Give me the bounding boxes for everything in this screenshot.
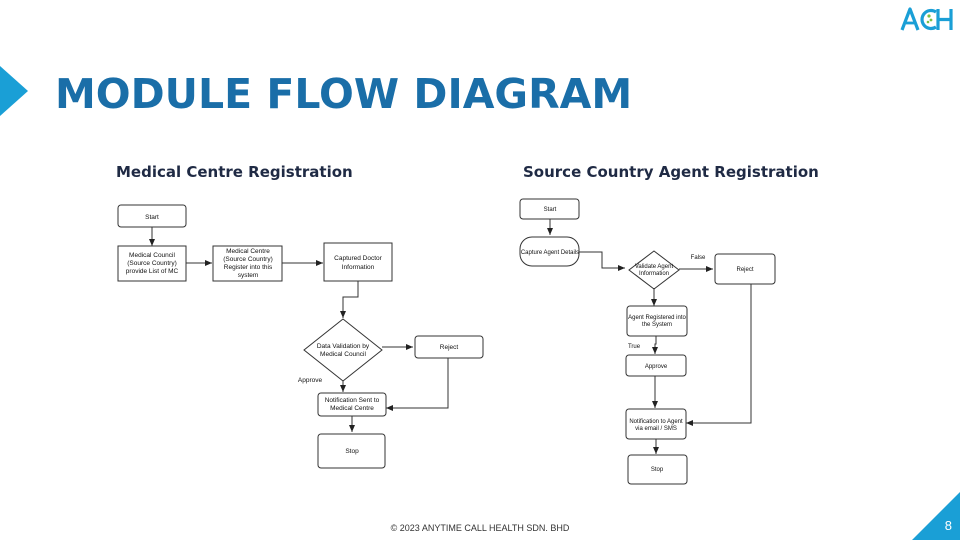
mc-register-label: Medical Centre [226,248,270,255]
corner-accent [912,492,960,540]
ach-logo [900,7,953,31]
right-diagram-title: Source Country Agent Registration [523,163,819,181]
connector [386,358,449,411]
logo-mark [900,7,953,31]
notification-node [317,392,387,417]
connector [579,251,625,271]
mc-register-label: system [238,272,259,279]
stop-label: Stop [651,467,664,473]
registered-label: the System [642,322,672,328]
mc-register-node [212,245,283,282]
start-node [519,198,580,220]
council-label: (Source Country) [127,260,177,267]
footer-copyright: © 2023 ANYTIME CALL HEALTH SDN. BHD [390,523,570,533]
council-label: Medical Council [129,252,175,259]
registered-label: Agent Registered into [628,315,686,321]
doctor-info-label: Information [342,264,375,271]
stop-node [317,433,386,469]
left-accent-arrow [0,66,28,116]
registered-node [626,305,688,337]
validation-label: Medical Council [320,351,366,358]
approve-label: Approve [298,377,323,384]
reject-node [714,253,776,285]
doctor-info-label: Captured Doctor [334,255,383,262]
validate-label: Information [639,271,669,277]
council-node [117,245,187,282]
stop-label: Stop [345,448,359,455]
stop-node [627,454,688,485]
validation-label: Data Validation by [317,343,370,350]
notification-node [625,408,687,440]
right-flowchart [519,198,776,485]
connector [652,336,658,354]
left-flowchart [117,204,484,469]
false-label: False [691,255,706,261]
true-label: True [628,344,641,350]
slide-title: MODULE FLOW DIAGRAM [55,70,633,118]
notification-label: Notification to Agent [629,419,683,425]
right-flowchart-labels: Start Capture Agent Details Validate Age… [521,207,754,473]
left-flowchart-labels: Start Medical Council (Source Country) p… [126,214,459,455]
capture-node [519,236,580,267]
approve-node [625,354,687,377]
reject-node [414,335,484,359]
notification-label: via email / SMS [635,426,677,432]
start-label: Start [145,214,159,221]
notification-label: Notification Sent to [325,397,380,404]
reject-label: Reject [440,344,459,351]
approve-label: Approve [645,364,668,370]
validate-label: Validate Agent [635,264,674,270]
left-diagram-title: Medical Centre Registration [116,163,353,181]
connector [686,284,752,426]
start-label: Start [544,207,557,213]
validate-decision [628,250,680,290]
validation-decision [303,318,383,382]
mc-register-label: Register into this [224,264,273,271]
page-number: 8 [944,518,952,533]
doctor-info-node [323,242,393,282]
notification-label: Medical Centre [330,405,374,412]
connector [340,281,359,318]
start-node [117,204,187,228]
council-label: provide List of MC [126,268,179,275]
reject-label: Reject [736,267,753,273]
mc-register-label: (Source Country) [223,256,273,263]
capture-label: Capture Agent Details [521,250,579,256]
